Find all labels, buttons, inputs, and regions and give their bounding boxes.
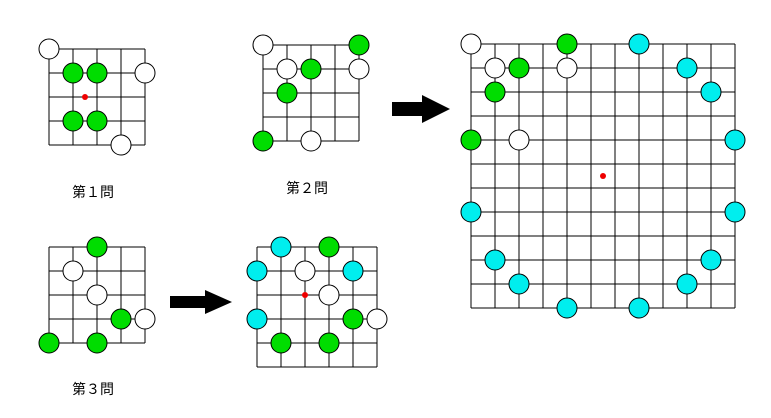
board-q3-expanded [246, 236, 388, 368]
green-stone [460, 129, 482, 151]
white-stone [62, 260, 84, 282]
white-stone [300, 130, 322, 152]
cyan-stone [270, 236, 292, 258]
white-stone [318, 284, 340, 306]
cyan-stone [628, 297, 650, 319]
cyan-stone [700, 249, 722, 271]
green-stone [348, 34, 370, 56]
white-stone [110, 134, 132, 156]
cyan-stone [724, 129, 746, 151]
white-stone [556, 57, 578, 79]
green-stone [300, 58, 322, 80]
white-stone [86, 284, 108, 306]
white-stone [134, 62, 156, 84]
cyan-stone [508, 273, 530, 295]
green-stone [62, 62, 84, 84]
board-q1 [38, 38, 156, 156]
question-label-2: 第２問 [286, 180, 328, 197]
white-stone [484, 57, 506, 79]
green-stone [86, 332, 108, 354]
green-stone [318, 332, 340, 354]
white-stone [460, 33, 482, 55]
white-stone [508, 129, 530, 151]
white-stone [38, 38, 60, 60]
white-stone [348, 58, 370, 80]
white-stone [294, 260, 316, 282]
cyan-stone [484, 249, 506, 271]
white-stone [134, 308, 156, 330]
green-stone [252, 130, 274, 152]
cyan-stone [724, 201, 746, 223]
green-stone [508, 57, 530, 79]
cyan-stone [460, 201, 482, 223]
cyan-stone [628, 33, 650, 55]
green-stone [276, 82, 298, 104]
center-dot [302, 292, 308, 298]
white-stone [366, 308, 388, 330]
cyan-stone [676, 57, 698, 79]
green-stone [86, 110, 108, 132]
green-stone [86, 62, 108, 84]
green-stone [86, 236, 108, 258]
cyan-stone [676, 273, 698, 295]
green-stone [556, 33, 578, 55]
green-stone [484, 81, 506, 103]
white-stone [276, 58, 298, 80]
green-stone [38, 332, 60, 354]
board-q2-expanded [460, 33, 746, 319]
green-stone [342, 308, 364, 330]
cyan-stone [556, 297, 578, 319]
cyan-stone [700, 81, 722, 103]
cyan-stone [246, 260, 268, 282]
green-stone [62, 110, 84, 132]
question-label-1: 第１問 [72, 184, 114, 201]
cyan-stone [342, 260, 364, 282]
question-label-3: 第３問 [72, 381, 114, 398]
cyan-stone [246, 308, 268, 330]
green-stone [270, 332, 292, 354]
board-q2 [252, 34, 370, 152]
center-dot [82, 94, 88, 100]
board-q3 [38, 236, 156, 354]
right-arrow-icon [392, 95, 450, 123]
green-stone [318, 236, 340, 258]
green-stone [110, 308, 132, 330]
white-stone [252, 34, 274, 56]
right-arrow-icon [170, 290, 232, 314]
center-dot [600, 173, 606, 179]
